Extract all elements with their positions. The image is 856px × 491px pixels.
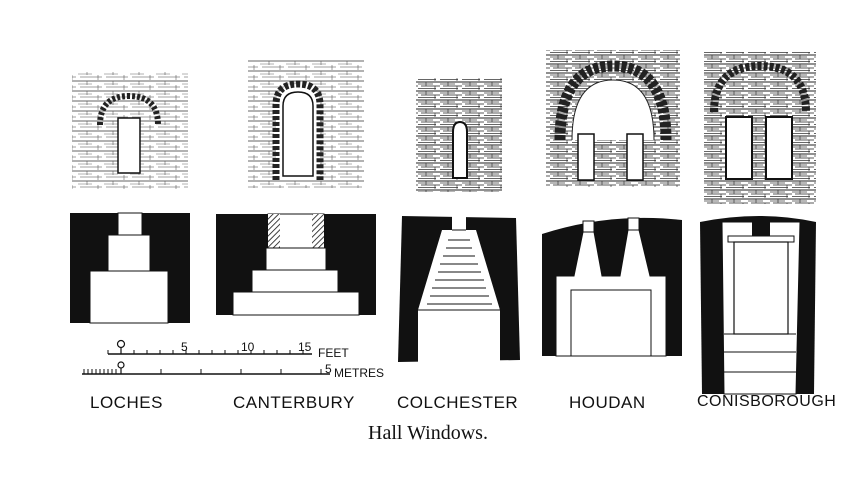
scale-metres-unit: METRES (334, 366, 384, 380)
houdan-elevation (546, 50, 680, 187)
scale-feet-tick-15: 15 (298, 340, 312, 354)
scale-feet-tick-5: 5 (181, 340, 188, 354)
canterbury-window (216, 60, 376, 316)
label-loches: LOCHES (90, 393, 163, 412)
scale-metres-tick-0: 0 (117, 361, 118, 363)
houdan-window (542, 50, 682, 357)
loches-plan (70, 212, 190, 324)
label-conisborough: CONISBOROUGH (697, 393, 837, 410)
conisborough-plan (700, 216, 816, 395)
canterbury-elevation (248, 60, 364, 188)
houdan-plan (542, 217, 682, 357)
scale-feet (107, 339, 312, 355)
colchester-window (398, 78, 520, 362)
conisborough-window (700, 52, 816, 395)
scale-metres-tick-5: 5 (325, 362, 332, 376)
label-houdan: HOUDAN (569, 393, 646, 412)
label-canterbury: CANTERBURY (233, 393, 355, 412)
canterbury-plan (216, 213, 376, 316)
conisborough-elevation (704, 52, 816, 204)
loches-elevation (72, 72, 188, 189)
colchester-elevation (416, 78, 502, 192)
scale-feet-tick-0: 0 (117, 337, 118, 339)
figure-caption: Hall Windows. (368, 422, 488, 444)
colchester-splay-steps (418, 229, 500, 311)
colchester-plan (398, 216, 520, 362)
scale-bar (82, 339, 330, 375)
scale-feet-unit: FEET (318, 346, 349, 360)
label-colchester: COLCHESTER (397, 393, 519, 412)
loches-window (70, 72, 190, 324)
scale-feet-tick-10: 10 (241, 340, 255, 354)
scale-metres (82, 361, 330, 375)
